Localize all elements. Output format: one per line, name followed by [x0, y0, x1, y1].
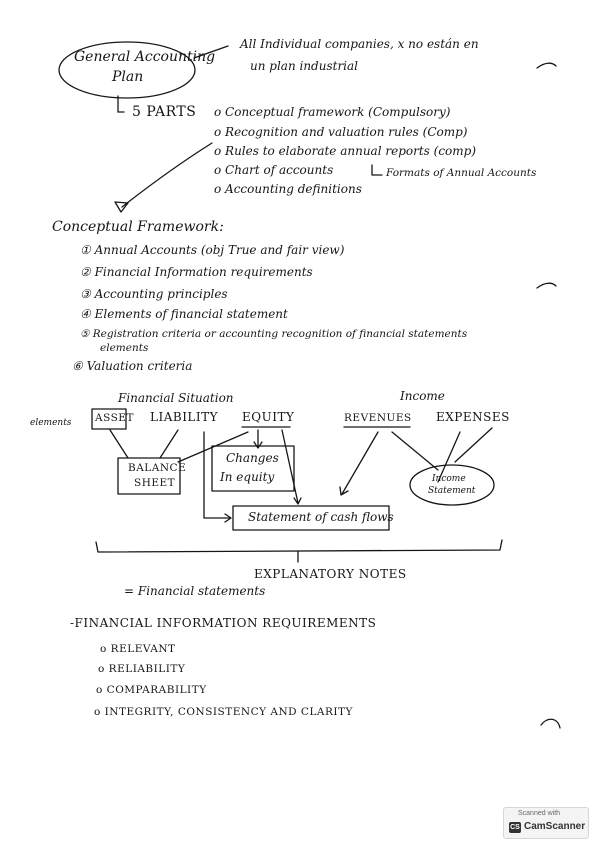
requirement-item-2: o RELIABILITY: [98, 663, 186, 675]
part-item-3-text: Rules to elaborate annual reports (comp): [225, 144, 477, 158]
elements-label: elements: [30, 418, 72, 428]
camscanner-logo-icon: CS: [509, 822, 521, 833]
part-item-5-text: Accounting definitions: [225, 182, 362, 196]
framework-arrowhead: [114, 201, 129, 213]
equity-cash-arrow: [281, 429, 302, 505]
changes-equity-line1: Changes: [226, 451, 279, 465]
framework-marker-3: ③: [80, 287, 91, 301]
requirements-heading: -FINANCIAL INFORMATION REQUIREMENTS: [70, 616, 377, 630]
framework-arrow: [121, 142, 213, 208]
parts-label: 5 PARTS: [132, 104, 197, 120]
part-item-1: o Conceptual framework (Compulsory): [214, 105, 451, 119]
framework-item-5-text: Registration criteria or accounting reco…: [92, 328, 468, 340]
expenses-label: EXPENSES: [436, 410, 510, 424]
edge-mark-1: [536, 62, 557, 69]
cash-flows-label: Statement of cash flows: [248, 510, 394, 524]
liability-arrow: [159, 429, 179, 459]
plan-note-line2: un plan industrial: [250, 59, 359, 73]
income-label: Income: [400, 389, 445, 403]
income-statement-ellipse: [409, 464, 495, 506]
cash-flows-box: [232, 505, 390, 531]
equity-down-arrow: [253, 429, 263, 449]
plan-note-line1: All Individual companies, x no están en: [240, 37, 479, 51]
framework-marker-5: ⑤: [80, 328, 90, 340]
framework-item-2-text: Financial Information requirements: [94, 265, 313, 279]
framework-item-1-text: Annual Accounts (obj True and fair view): [94, 243, 345, 257]
formats-hook: [371, 164, 383, 176]
camscanner-badge: Scanned with CS CamScanner: [503, 807, 589, 839]
income-statement-line2: Statement: [428, 486, 476, 496]
requirement-item-3: o COMPARABILITY: [96, 684, 207, 696]
expenses-arrow: [437, 431, 461, 483]
framework-item-6: ⑥ Valuation criteria: [72, 360, 192, 372]
part-item-1-text: Conceptual framework (Compulsory): [225, 105, 451, 119]
framework-item-5: ⑤ Registration criteria or accounting re…: [80, 329, 467, 340]
plan-title-line2: Plan: [112, 69, 144, 85]
part-item-4-text: Chart of accounts: [225, 163, 334, 177]
asset-label: ASSET: [95, 412, 134, 424]
framework-marker-2: ②: [80, 265, 91, 279]
notes-bracket: [95, 539, 503, 553]
part-item-2-text: Recognition and valuation rules (Comp): [225, 125, 468, 139]
explanatory-notes-label: EXPLANATORY NOTES: [254, 567, 407, 581]
financial-statements-label: = Financial statements: [124, 584, 266, 598]
scanned-with-text: Scanned with: [518, 810, 561, 817]
framework-item-5-cont: elements: [100, 342, 149, 354]
equity-label: EQUITY: [242, 410, 295, 424]
revenues-income-arrow: [391, 431, 439, 471]
framework-item-1: ① Annual Accounts (obj True and fair vie…: [80, 244, 344, 256]
equity-balance-line: [177, 431, 249, 463]
liability-cash-arrow: [203, 431, 232, 523]
balance-sheet-box: [117, 457, 181, 495]
ellipse-to-note-connector: [193, 45, 229, 59]
edge-mark-3: [540, 718, 561, 729]
financial-situation-label: Financial Situation: [118, 391, 234, 405]
changes-equity-box: [211, 445, 295, 492]
framework-item-2: ② Financial Information requirements: [80, 266, 313, 278]
part-item-2: o Recognition and valuation rules (Comp): [214, 125, 468, 139]
framework-marker-4: ④: [80, 307, 91, 321]
plan-title-line1: General Accounting: [74, 49, 216, 65]
parts-bracket: [117, 95, 125, 113]
framework-marker-1: ①: [80, 243, 91, 257]
balance-sheet-line2: SHEET: [134, 477, 176, 489]
edge-mark-2: [536, 282, 557, 289]
framework-item-4: ④ Elements of financial statement: [80, 308, 288, 320]
part-item-5: o Accounting definitions: [214, 182, 362, 196]
part-item-3: o Rules to elaborate annual reports (com…: [214, 144, 477, 158]
asset-arrow: [109, 429, 129, 459]
asset-box: [91, 408, 127, 430]
income-statement-line1: Income: [432, 474, 466, 484]
framework-item-6-text: Valuation criteria: [86, 359, 193, 373]
framework-item-3: ③ Accounting principles: [80, 288, 228, 300]
liability-label: LIABILITY: [150, 410, 219, 424]
revenues-label: REVENUES: [344, 412, 412, 424]
part-item-4: o Chart of accounts: [214, 163, 334, 177]
requirement-item-4: o INTEGRITY, CONSISTENCY AND CLARITY: [94, 706, 353, 718]
framework-marker-6: ⑥: [72, 359, 83, 373]
camscanner-name: CamScanner: [524, 821, 586, 832]
plan-ellipse: [58, 41, 196, 99]
expenses-branch: [454, 427, 493, 463]
changes-equity-line2: In equity: [220, 470, 275, 484]
formats-note: Formats of Annual Accounts: [386, 167, 537, 179]
requirement-item-1: o RELEVANT: [100, 643, 176, 655]
revenues-arrow: [339, 431, 379, 496]
balance-sheet-line1: BALANCE: [128, 462, 187, 474]
framework-item-4-text: Elements of financial statement: [94, 307, 288, 321]
framework-item-3-text: Accounting principles: [94, 287, 228, 301]
framework-heading: Conceptual Framework:: [52, 219, 224, 235]
